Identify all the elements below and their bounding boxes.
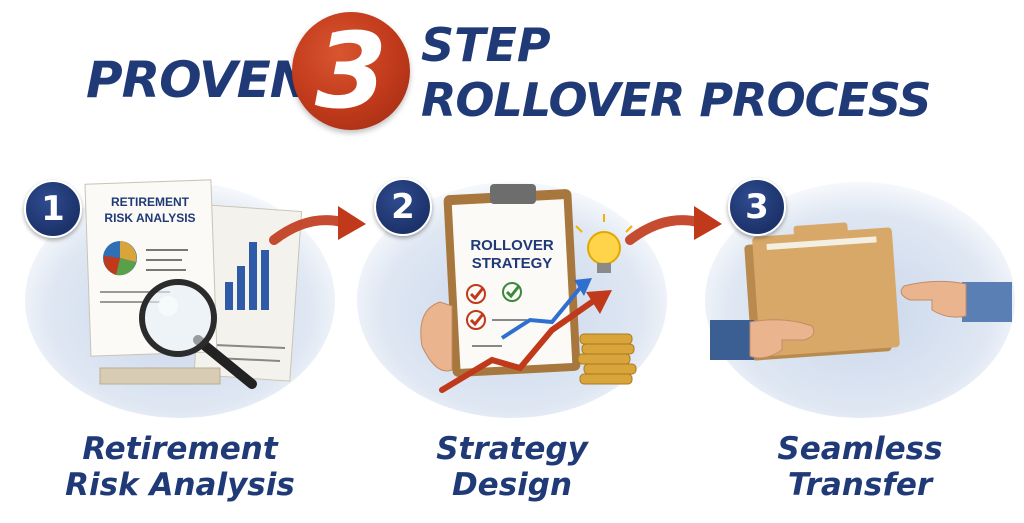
step-caption-3-line1: Seamless [777,431,943,467]
title-number-badge: 3 [292,12,410,130]
magnifier-icon [139,279,257,389]
strategy-design-illustration: ROLLOVER STRATEGY [357,182,667,418]
step-3: 3 Seamless Transfer [700,170,1020,510]
step-caption-2-line1: Strategy [436,431,588,467]
clipboard-title-line1: ROLLOVER [470,237,554,254]
risk-analysis-illustration: RETIREMENT RISK ANALYSIS [25,179,335,418]
title-proven: PROVEN [86,51,312,109]
step-caption-2-line2: Design [451,466,573,503]
coins-icon [577,333,637,385]
arrow-right-icon-1 [269,206,366,245]
step-caption-2: Strategy Design [352,431,672,503]
step-caption-1: Retirement Risk Analysis [20,431,340,503]
step-caption-1-line2: Risk Analysis [65,466,295,503]
title-step: STEP [421,18,551,72]
step-caption-3: Seamless Transfer [700,431,1020,503]
seamless-transfer-illustration [705,182,1015,418]
step-2: ROLLOVER STRATEGY [352,170,672,510]
hand-icon-right [900,280,1012,322]
checkmark-icon [466,282,522,330]
header-banner: PROVEN 3 STEP ROLLOVER PROCESS [0,0,1024,150]
clipboard-title-line2: STRATEGY [472,255,553,272]
title-rollover-process: ROLLOVER PROCESS [421,73,931,127]
step-badge-1: 1 [24,180,82,238]
doc-title-line1: RETIREMENT [111,195,190,209]
step-caption-3-line2: Transfer [787,466,933,503]
hand-icon-left [710,319,815,360]
arrow-right-icon-2 [625,206,722,245]
doc-title-line2: RISK ANALYSIS [104,211,195,225]
lightbulb-icon [575,214,633,273]
step-1: RETIREMENT RISK ANALYSIS 1 Retirement Ri… [20,170,340,510]
step-badge-2: 2 [374,178,432,236]
step-badge-3: 3 [728,178,786,236]
step-caption-1-line1: Retirement [82,431,278,467]
